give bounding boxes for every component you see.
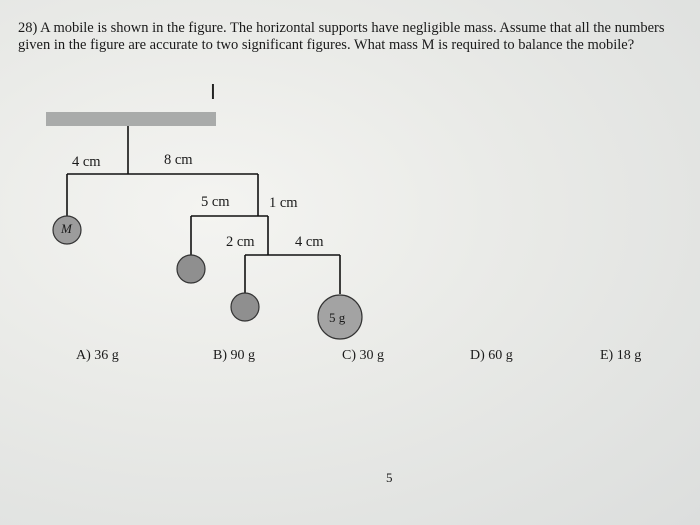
page-number: 5 — [386, 470, 393, 485]
choice-d: D) 60 g — [470, 348, 513, 363]
bottom-left-arm-label: 2 cm — [226, 234, 255, 250]
choice-c: C) 30 g — [342, 348, 384, 363]
question-number: 28) — [18, 20, 38, 36]
ceiling-bar — [46, 112, 216, 126]
middle-left-mass — [176, 254, 206, 284]
bottom-right-arm-label: 4 cm — [295, 234, 324, 250]
top-left-arm-label: 4 cm — [72, 154, 101, 170]
known-mass — [317, 294, 363, 340]
top-right-arm-label: 8 cm — [164, 152, 193, 168]
mass-m-label: M — [61, 221, 72, 236]
middle-left-arm-label: 5 cm — [201, 194, 230, 210]
choice-b: B) 90 g — [213, 348, 255, 363]
question-block: 28) A mobile is shown in the figure. The… — [18, 20, 688, 54]
middle-right-arm-label: 1 cm — [269, 195, 298, 211]
known-mass-label: 5 g — [329, 310, 346, 325]
choice-a: A) 36 g — [76, 348, 119, 363]
mass-m — [52, 215, 82, 245]
question-text: A mobile is shown in the figure. The hor… — [18, 20, 665, 53]
text-cursor-icon: I — [210, 80, 216, 104]
choice-e: E) 18 g — [600, 348, 642, 363]
bottom-left-mass — [230, 292, 260, 322]
